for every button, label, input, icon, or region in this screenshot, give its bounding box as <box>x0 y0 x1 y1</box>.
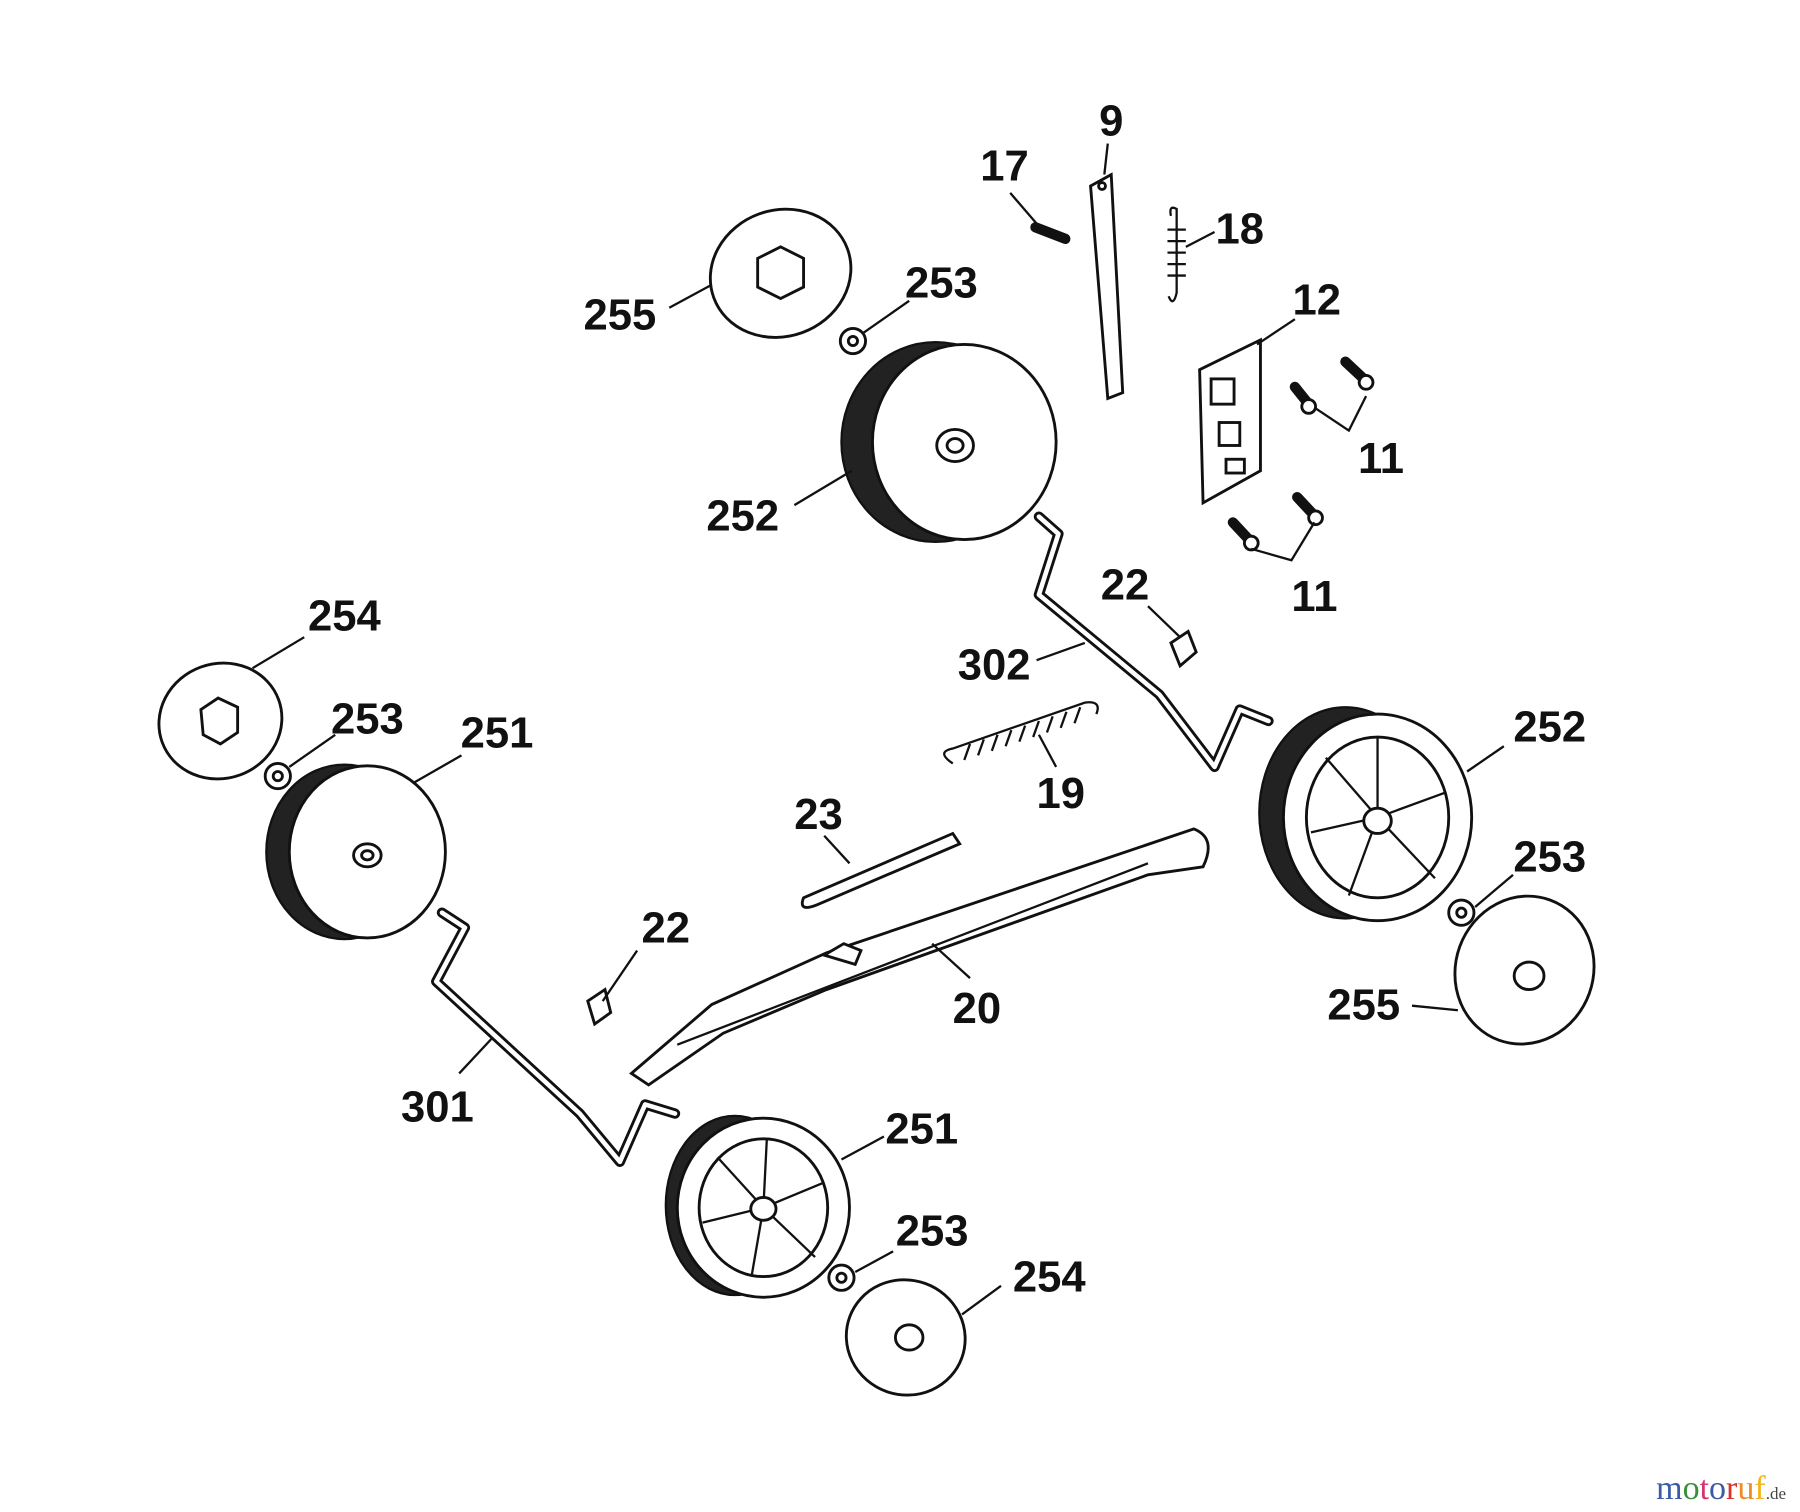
spring-18 <box>1167 206 1186 303</box>
spring-19 <box>943 701 1099 765</box>
label-252: 252 <box>1513 704 1586 752</box>
label-22: 22 <box>1101 561 1150 609</box>
watermark-letter: f <box>1754 1470 1766 1507</box>
label-22: 22 <box>642 905 691 953</box>
label-253: 253 <box>905 259 978 307</box>
hubcap-254-bottom <box>844 1278 967 1397</box>
strap-9 <box>1089 172 1125 401</box>
hubcap-255-right <box>1453 894 1596 1046</box>
watermark-letter: o <box>1682 1470 1700 1507</box>
wheel-251-bottom <box>664 1114 851 1299</box>
label-11: 11 <box>1291 573 1337 621</box>
label-255: 255 <box>584 292 657 340</box>
label-301: 301 <box>401 1084 474 1132</box>
label-254: 254 <box>308 592 382 640</box>
axle-301 <box>431 907 681 1167</box>
screws-11 <box>1227 356 1375 552</box>
label-251: 251 <box>461 709 534 757</box>
label-251: 251 <box>885 1105 958 1153</box>
label-9: 9 <box>1099 98 1123 146</box>
label-12: 12 <box>1292 277 1341 325</box>
pin-17 <box>1030 222 1071 245</box>
watermark-letter: m <box>1656 1470 1683 1507</box>
watermark-letter: r <box>1726 1470 1738 1507</box>
watermark-suffix: .de <box>1765 1484 1786 1503</box>
hubcap-255-top <box>708 207 853 339</box>
watermark-letter: o <box>1709 1470 1727 1507</box>
label-253: 253 <box>896 1208 969 1256</box>
label-302: 302 <box>958 642 1031 690</box>
label-19: 19 <box>1036 770 1085 818</box>
label-20: 20 <box>953 985 1002 1033</box>
lever-23 <box>800 831 962 909</box>
hubcap-254-left <box>157 661 284 781</box>
label-255: 255 <box>1327 981 1400 1029</box>
wheel-251-left <box>265 763 447 941</box>
bracket-12 <box>1198 337 1262 506</box>
clip-22 <box>586 629 1198 1027</box>
label-253: 253 <box>1513 833 1586 881</box>
wheel-252-right <box>1258 706 1474 923</box>
wheel-252-top <box>840 341 1058 544</box>
label-254: 254 <box>1013 1254 1087 1302</box>
watermark-letter: t <box>1699 1470 1710 1507</box>
label-18: 18 <box>1216 205 1265 253</box>
nut-253 <box>263 326 1476 1292</box>
label-253: 253 <box>331 696 404 744</box>
label-252: 252 <box>706 492 779 540</box>
label-17: 17 <box>980 142 1029 190</box>
label-23: 23 <box>794 791 843 839</box>
adjuster-bar-20 <box>629 827 1210 1087</box>
label-11: 11 <box>1358 435 1404 483</box>
leader-lines <box>251 143 1514 1316</box>
axle-302 <box>1033 511 1274 773</box>
part-labels: 9 17 18 255 253 12 11 252 11 22 254 302 … <box>308 98 1586 1302</box>
watermark-letter: u <box>1737 1470 1755 1507</box>
watermark-logo: motoruf.de <box>1656 1470 1786 1508</box>
